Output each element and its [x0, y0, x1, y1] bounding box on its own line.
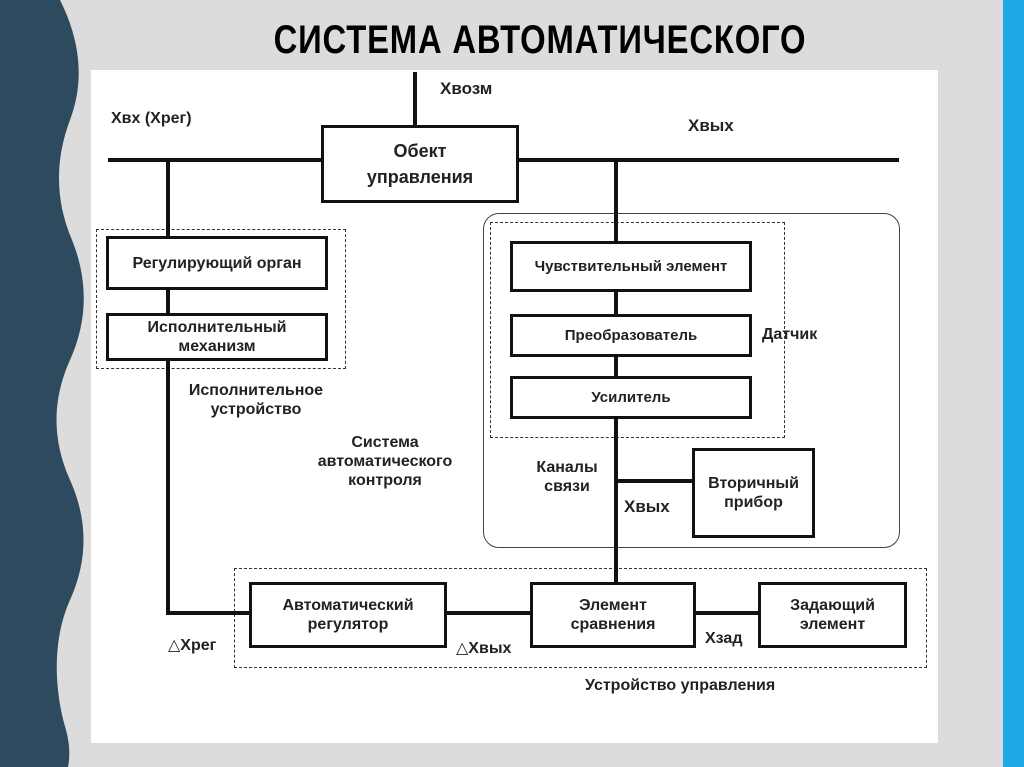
page-title: СИСТЕМА АВТОМАТИЧЕСКОГО РЕГУЛИРОВАНИЯ	[273, 18, 807, 126]
auto-control-system-label: Система автоматического контроля	[317, 434, 453, 489]
control-device-outline	[234, 568, 927, 668]
amplifier-block: Усилитель	[510, 376, 752, 419]
right-accent-band	[1003, 0, 1024, 767]
regulating-organ-block: Регулирующий орган	[106, 236, 328, 290]
auto-control-system-outline	[483, 213, 900, 548]
delta-output-label: △Xвых	[456, 640, 512, 657]
disturbance-label: Xвозм	[440, 79, 493, 98]
secondary-device-link	[614, 479, 694, 483]
actuator-block: Исполнительный механизм	[106, 313, 328, 361]
setpoint-label: Xзад	[705, 630, 743, 647]
sensor-label: Датчик	[762, 326, 818, 343]
organ-actuator-line	[166, 288, 170, 316]
auto-regulator-block: Автоматический регулятор	[249, 582, 447, 648]
output-signal-label-mid: Xвых	[624, 497, 670, 516]
input-vertical-line	[166, 160, 170, 240]
regulator-comparison-link	[447, 611, 532, 615]
control-object-block: Обект управления	[321, 125, 519, 203]
sensing-element-block: Чувствительный элемент	[510, 241, 752, 292]
comparison-element-block: Элемент сравнения	[530, 582, 696, 648]
actuator-regulator-vertical	[166, 359, 170, 615]
output-feedback-vertical	[614, 160, 618, 584]
secondary-device-block: Вторичный прибор	[692, 448, 815, 538]
delta-reg-label: △Xрег	[168, 637, 217, 654]
output-signal-label-top: Xвых	[688, 116, 734, 135]
sensor-outline	[490, 222, 785, 438]
left-wave-band	[0, 0, 84, 767]
converter-block: Преобразователь	[510, 314, 752, 357]
setting-element-block: Задающий элемент	[758, 582, 907, 648]
channels-label: Каналы связи	[536, 459, 598, 495]
disturbance-line	[413, 72, 417, 128]
executive-device-outline	[96, 229, 346, 369]
comparison-setting-link	[696, 611, 760, 615]
actuator-regulator-horizontal	[166, 611, 251, 615]
input-signal-label: Xвх (Xрег)	[111, 110, 192, 127]
executive-device-label: Исполнительное устройство	[188, 382, 324, 418]
control-device-label: Устройство управления	[585, 677, 776, 694]
